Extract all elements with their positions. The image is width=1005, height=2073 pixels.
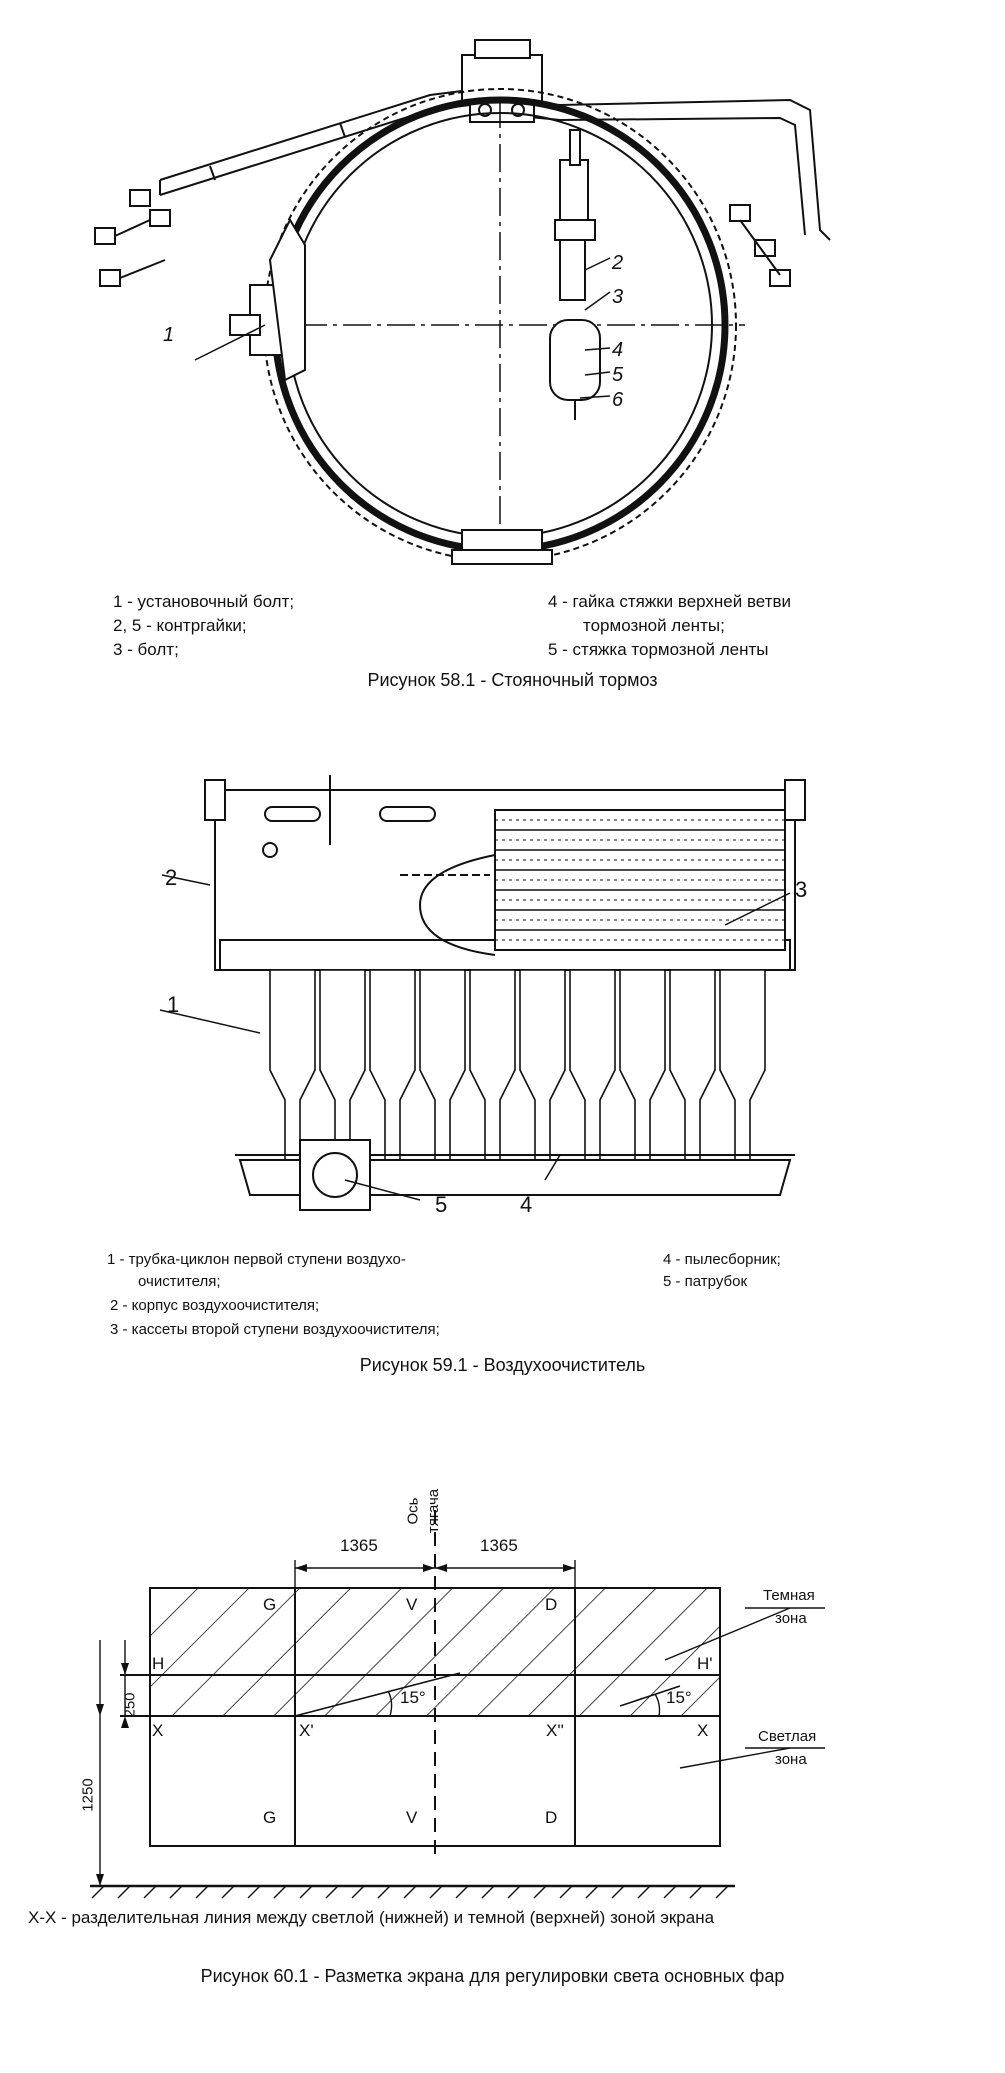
callout-1: 1 [163, 324, 175, 346]
point-g-bottom: G [263, 1808, 277, 1827]
xx-line-note: X-X - разделительная линия между светлой… [28, 1908, 715, 1927]
point-h-right: H' [697, 1654, 713, 1673]
dimension-left: 1365 [340, 1536, 378, 1555]
point-v-top: V [406, 1595, 418, 1614]
legend-item: 5 - патрубок [663, 1273, 748, 1290]
callout-6: 6 [612, 389, 624, 411]
callout-2: 2 [165, 865, 178, 890]
legend-item: тормозной ленты; [583, 616, 725, 635]
figure-caption: Рисунок 58.1 - Стояночный тормоз [367, 670, 658, 690]
angle-right: 15° [666, 1688, 692, 1707]
legend-item: 2, 5 - контргайки; [113, 616, 247, 635]
point-h-left: H [152, 1654, 165, 1673]
figure-caption: Рисунок 59.1 - Воздухоочиститель [359, 1355, 646, 1375]
callout-4: 4 [520, 1192, 533, 1217]
point-g-top: G [263, 1595, 277, 1614]
axis-label: Ось тягача [404, 1476, 466, 1536]
point-x-prime: X' [299, 1721, 314, 1740]
point-d-bottom: D [545, 1808, 558, 1827]
point-d-top: D [545, 1595, 558, 1614]
callout-5: 5 [612, 364, 624, 386]
dimension-250: 250 [121, 1692, 139, 1718]
legend-item: 1 - установочный болт; [113, 592, 295, 611]
light-zone-label2: зона [775, 1751, 807, 1768]
legend-item: 4 - гайка стяжки верхней ветви [548, 592, 792, 611]
dark-zone-label: Темная [763, 1587, 815, 1604]
air-cleaner-drawing [159, 775, 806, 1211]
legend-item: 1 - трубка-циклон первой ступени воздухо… [107, 1251, 406, 1268]
point-x-right: X [697, 1721, 709, 1740]
legend-item: 3 - болт; [113, 640, 179, 659]
point-x-double-prime: X'' [546, 1721, 564, 1740]
axis-label-line1: Ось [404, 1497, 422, 1525]
dimension-1250: 1250 [79, 1778, 97, 1812]
callout-3: 3 [612, 286, 624, 308]
legend-item: 2 - корпус воздухоочистителя; [110, 1297, 320, 1314]
callout-5: 5 [435, 1192, 448, 1217]
legend-item: 5 - стяжка тормозной ленты [548, 640, 769, 659]
point-x-left: X [152, 1721, 164, 1740]
headlight-screen-diagram [90, 1510, 825, 1899]
legend-item: 3 - кассеты второй ступени воздухоочисти… [110, 1321, 440, 1338]
parking-brake-drawing [94, 39, 831, 565]
dimension-right: 1365 [480, 1536, 518, 1555]
callout-1: 1 [167, 992, 180, 1017]
figure-caption: Рисунок 60.1 - Разметка экрана для регул… [200, 1966, 785, 1986]
point-v-bottom: V [406, 1808, 418, 1827]
legend-item: очистителя; [138, 1273, 221, 1290]
angle-left: 15° [400, 1688, 426, 1707]
callout-2: 2 [612, 252, 624, 274]
legend-item: 4 - пылесборник; [663, 1251, 781, 1268]
callout-4: 4 [612, 339, 624, 361]
light-zone-label: Светлая [758, 1728, 817, 1745]
dark-zone-label2: зона [775, 1610, 807, 1627]
axis-label-line2: тягача [425, 1488, 443, 1534]
callout-3: 3 [795, 877, 808, 902]
